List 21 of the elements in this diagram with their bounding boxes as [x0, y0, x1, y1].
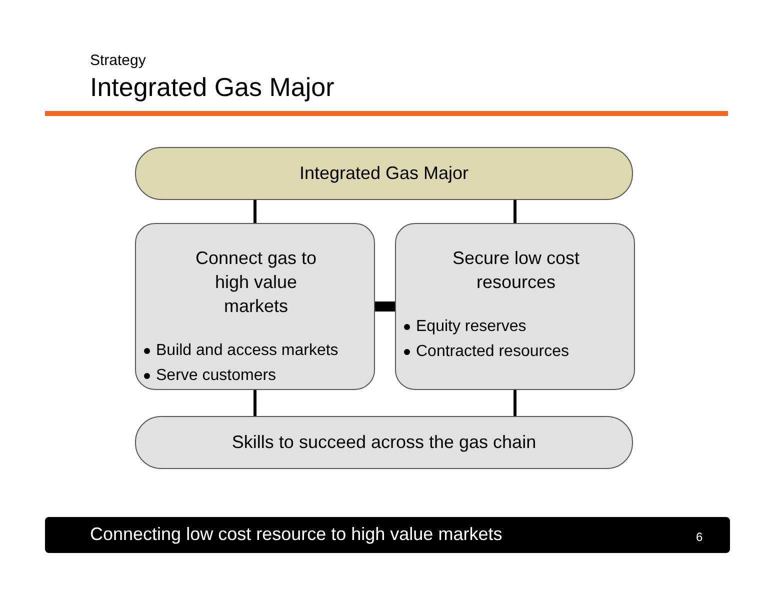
rounded-box — [135, 147, 633, 200]
box-heading: Connect gas to high value markets — [194, 247, 318, 318]
bullet-item: Equity reserves — [416, 317, 526, 337]
rounded-box — [135, 416, 633, 469]
bullet-item: Contracted resources — [416, 342, 569, 362]
connector-line — [254, 200, 256, 223]
footer-text: Connecting low cost resource to high value markets — [90, 524, 502, 545]
connector-line — [254, 390, 256, 416]
process-box — [395, 223, 635, 390]
page-number: 6 — [696, 530, 703, 544]
box-label: Skills to succeed across the gas chain — [232, 432, 536, 453]
connector-line — [375, 302, 395, 312]
page-title: Integrated Gas Major — [90, 72, 334, 103]
connector-line — [514, 200, 516, 223]
box-heading: Secure low cost resources — [451, 247, 581, 294]
process-box — [135, 223, 375, 390]
bullet-item: Build and access markets — [156, 341, 338, 361]
connector-line — [514, 390, 516, 416]
bullet-item: Serve customers — [156, 366, 276, 386]
box-label: Integrated Gas Major — [299, 163, 469, 184]
section-label: Strategy — [90, 52, 146, 69]
